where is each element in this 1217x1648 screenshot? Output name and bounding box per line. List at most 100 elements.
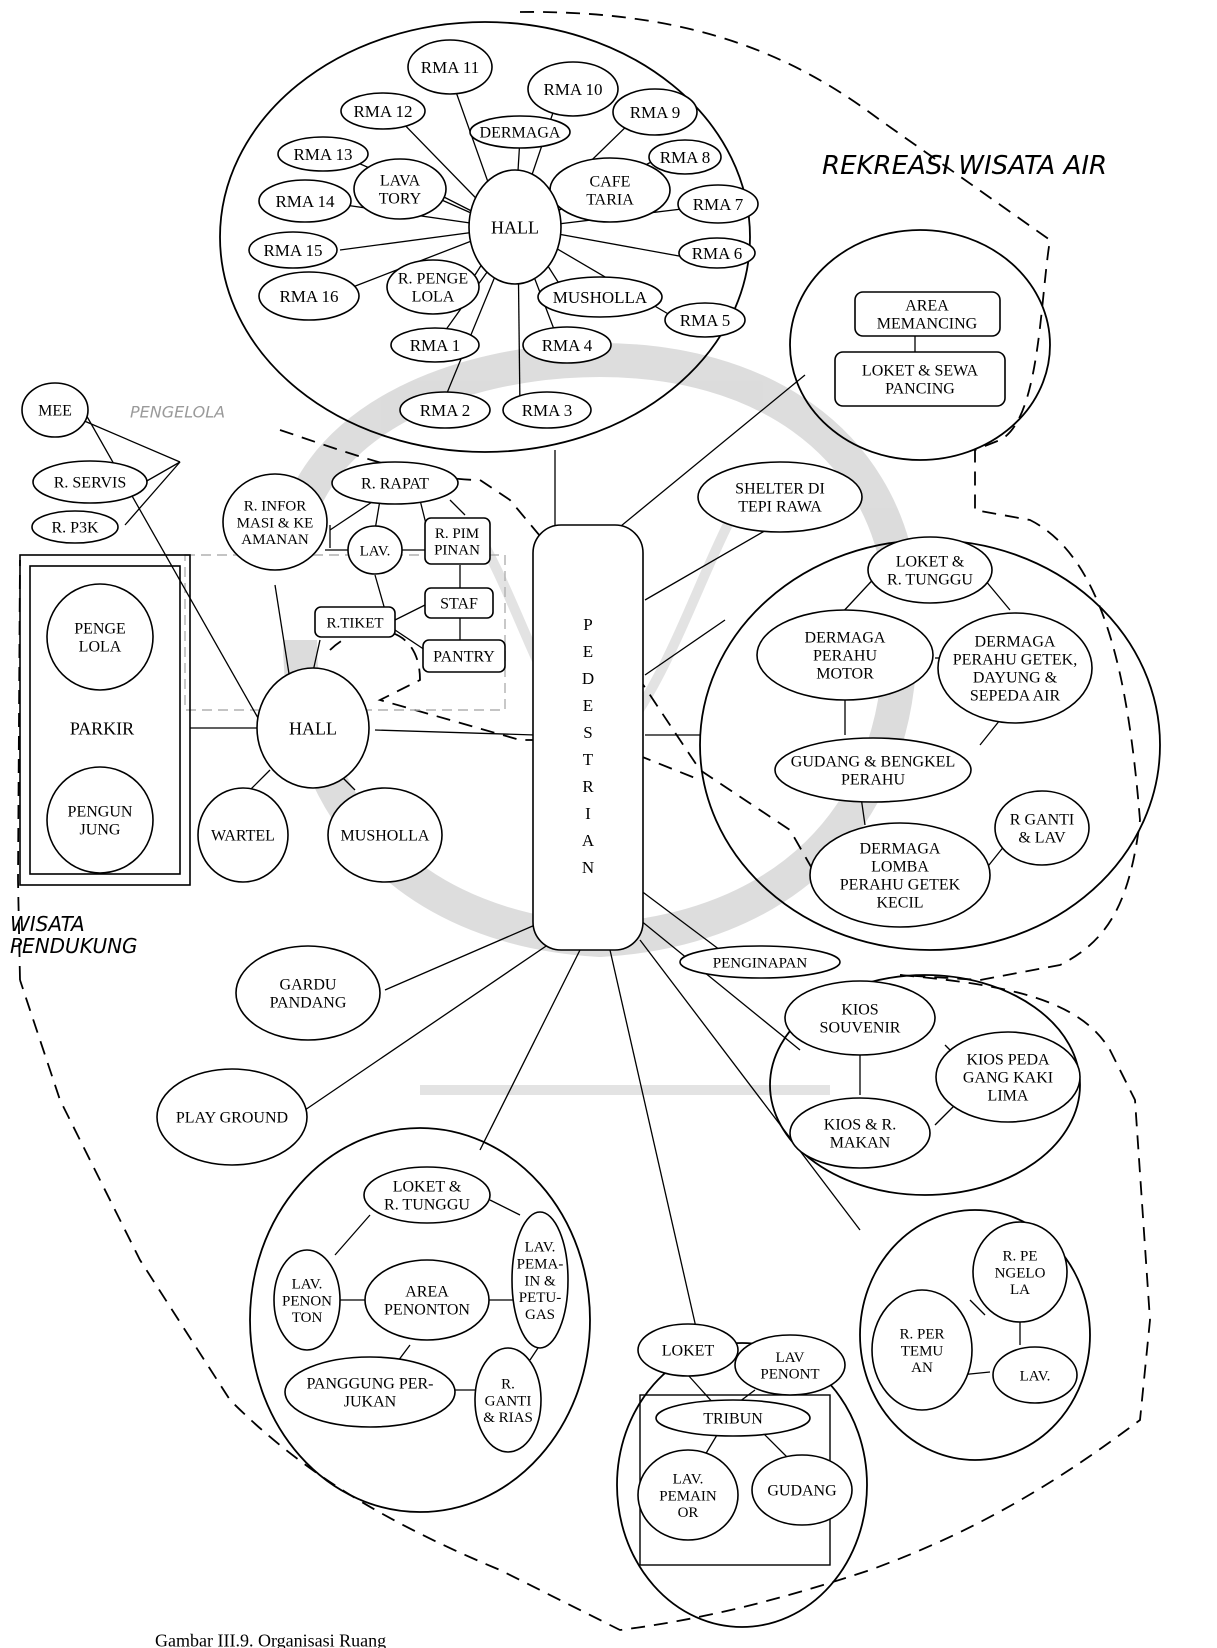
node-play-ground[interactable]: PLAY GROUND: [156, 1068, 308, 1166]
svg-text:HALL: HALL: [491, 217, 539, 237]
node-rma-10[interactable]: RMA 10: [527, 61, 619, 117]
cluster-pertemuan: [859, 1209, 1091, 1461]
node-musholla-top[interactable]: MUSHOLLA: [537, 276, 663, 318]
svg-text:GUDANG: GUDANG: [767, 1483, 837, 1500]
node-pantry[interactable]: PANTRY: [422, 639, 506, 673]
node-r-ganti-rias[interactable]: R.GANTI& RIAS: [474, 1347, 542, 1453]
parkir-inner-box: [29, 565, 181, 875]
cluster-tribun: [616, 1342, 868, 1628]
svg-text:RMA 2: RMA 2: [420, 401, 471, 420]
node-r-tiket[interactable]: R.TIKET: [314, 606, 396, 638]
node-rma-2[interactable]: RMA 2: [399, 391, 491, 429]
zone-outline-hall: [329, 629, 701, 781]
figure-caption: Gambar III.9. Organisasi Ruang: [155, 1630, 386, 1648]
svg-text:R. P3K: R. P3K: [51, 520, 99, 537]
node-rma-12[interactable]: RMA 12: [340, 92, 426, 130]
node-rma-11[interactable]: RMA 11: [407, 39, 493, 95]
node-rma-6[interactable]: RMA 6: [678, 237, 756, 269]
node-penginapan[interactable]: PENGINAPAN: [679, 945, 841, 979]
node-panggung[interactable]: PANGGUNG PER-JUKAN: [284, 1356, 456, 1428]
node-loket-tunggu-perahu[interactable]: LOKET &R. TUNGGU: [867, 536, 993, 604]
node-mee[interactable]: MEE: [21, 382, 89, 438]
svg-text:WARTEL: WARTEL: [211, 828, 275, 845]
svg-text:RMA 13: RMA 13: [293, 145, 352, 164]
svg-text:RMA 9: RMA 9: [630, 103, 681, 122]
node-rma-14[interactable]: RMA 14: [258, 179, 352, 223]
node-lav-pemain[interactable]: LAV.PEMA-IN &PETU-GAS: [511, 1211, 569, 1349]
node-lav-admin[interactable]: LAV.: [347, 525, 403, 575]
node-rma-7[interactable]: RMA 7: [677, 184, 759, 224]
node-r-p3k[interactable]: R. P3K: [31, 510, 119, 544]
node-rma-8[interactable]: RMA 8: [648, 139, 722, 175]
node-wartel[interactable]: WARTEL: [197, 787, 289, 883]
node-kios-makan[interactable]: KIOS & R.MAKAN: [789, 1097, 931, 1169]
node-rma-5[interactable]: RMA 5: [664, 302, 746, 338]
node-r-servis[interactable]: R. SERVIS: [32, 460, 148, 504]
svg-text:R. RAPAT: R. RAPAT: [361, 476, 429, 493]
svg-text:RMA 6: RMA 6: [692, 244, 743, 263]
node-r-rapat[interactable]: R. RAPAT: [331, 461, 459, 505]
svg-text:RMA 3: RMA 3: [522, 401, 573, 420]
node-hall-mid[interactable]: HALL: [256, 667, 370, 789]
node-rma-3[interactable]: RMA 3: [502, 391, 592, 429]
svg-text:MEE: MEE: [38, 403, 72, 420]
svg-text:RMA 11: RMA 11: [421, 58, 479, 77]
node-lav-meet[interactable]: LAV.: [992, 1346, 1078, 1404]
node-rma-15[interactable]: RMA 15: [248, 231, 338, 269]
node-musholla-mid[interactable]: MUSHOLLA: [327, 787, 443, 883]
node-rma-9[interactable]: RMA 9: [612, 88, 698, 136]
node-tribun[interactable]: TRIBUN: [655, 1399, 811, 1437]
node-r-ganti-lav[interactable]: R GANTI& LAV: [994, 790, 1090, 866]
node-rma-16[interactable]: RMA 16: [258, 271, 360, 321]
svg-text:RMA 12: RMA 12: [353, 102, 412, 121]
node-dermaga-top[interactable]: DERMAGA: [469, 115, 571, 149]
watermark-arc-top: [273, 342, 917, 583]
node-loket-tribun[interactable]: LOKET: [637, 1323, 739, 1377]
node-rma-1[interactable]: RMA 1: [390, 327, 480, 363]
node-rma-13[interactable]: RMA 13: [277, 136, 369, 172]
svg-text:RMA 5: RMA 5: [680, 311, 731, 330]
zone-outline-left: [17, 559, 21, 981]
svg-text:KIOS & R.MAKAN: KIOS & R.MAKAN: [824, 1117, 896, 1152]
node-rma-4[interactable]: RMA 4: [522, 326, 612, 364]
node-staf[interactable]: STAF: [424, 587, 494, 619]
nodes: RMA 11 RMA 10 RMA 12 RMA 9 DERMAGA RMA 1…: [21, 39, 1093, 1541]
node-gudang[interactable]: GUDANG: [751, 1454, 853, 1526]
cluster-pertunjukan: [249, 1127, 591, 1513]
node-hall-top[interactable]: HALL: [468, 169, 562, 285]
cluster-kios: [769, 974, 1081, 1196]
node-loket-tunggu-show[interactable]: LOKET &R. TUNGGU: [363, 1166, 491, 1224]
cluster-memancing: [789, 229, 1051, 461]
